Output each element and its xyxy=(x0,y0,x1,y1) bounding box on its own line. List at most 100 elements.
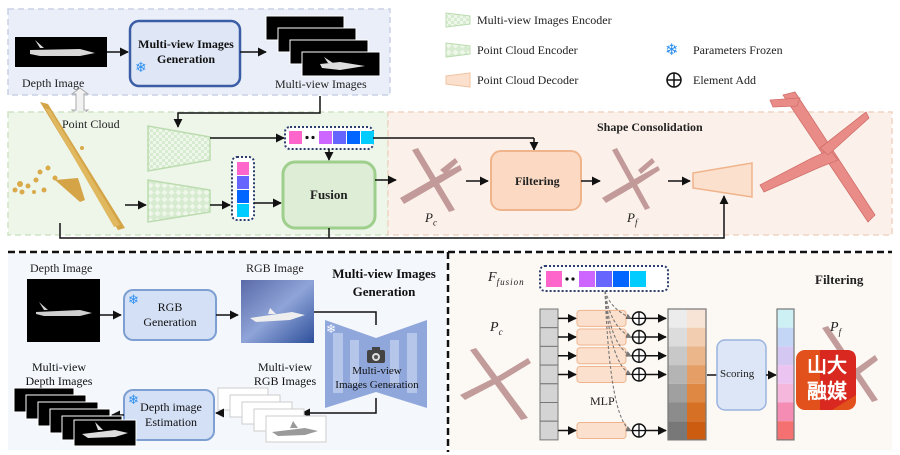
mv-rgb-label: Multi-view RGB Images xyxy=(240,360,330,388)
mv-rgb-line1: Multi-view xyxy=(258,360,312,374)
feature-cell xyxy=(319,131,332,144)
pf-label-sub: f xyxy=(634,217,638,228)
rgb-gen-line2: Generation xyxy=(143,315,197,329)
legend-label: Multi-view Images Encoder xyxy=(477,13,612,27)
point-cloud-decoder xyxy=(692,162,753,198)
point-feature-cell xyxy=(539,327,559,347)
scoring-label: Scoring xyxy=(720,368,755,380)
fusion-feature-link xyxy=(604,290,632,319)
matrix-orange-cell xyxy=(687,402,706,422)
score-cell xyxy=(777,383,794,403)
rgb-generation-label: RGB Generation xyxy=(124,300,216,330)
score-cell xyxy=(777,327,794,347)
snowflake-icon: ❄ xyxy=(326,322,337,336)
watermark-line2: 融媒 xyxy=(807,379,847,403)
legend-label: Point Cloud Decoder xyxy=(477,73,579,87)
mv-gen-bars xyxy=(333,333,417,393)
mv-gen-box-line2: Generation xyxy=(157,52,215,66)
matrix-gray-cell xyxy=(668,383,687,403)
watermark-logo xyxy=(796,350,856,410)
multiview-images-stack xyxy=(265,15,381,77)
matrix-gray-cell xyxy=(668,365,687,384)
feature-cell xyxy=(361,131,374,144)
mlp-box xyxy=(576,365,627,383)
depth-pointcloud-double-arrow xyxy=(70,87,90,118)
pc-label-main: P xyxy=(425,210,433,225)
pc-decoder-icon xyxy=(445,72,471,88)
score-column xyxy=(776,308,795,441)
feature-cell xyxy=(237,176,249,189)
mlp-box xyxy=(576,328,627,346)
point-feature-cell xyxy=(539,308,559,329)
pc-label-sub: c xyxy=(432,217,437,228)
matrix-orange-cell xyxy=(687,346,706,366)
bl-depth-image xyxy=(27,279,100,342)
bl-title: Multi-view Images Generation xyxy=(322,265,446,301)
input-point-cloud xyxy=(12,102,125,230)
multiview-images-encoder xyxy=(147,125,211,172)
legend-label: Element Add xyxy=(693,73,756,87)
mv-gen-network-line2: Images Generation xyxy=(335,379,419,391)
depth-estimation-label: Depth image Estimation xyxy=(126,400,216,430)
pf-label: Pf xyxy=(627,210,637,228)
legend-label: Point Cloud Encoder xyxy=(477,43,578,57)
pc-encoder-icon xyxy=(445,42,471,58)
snowflake-icon: ❄ xyxy=(665,42,679,59)
coarse-point-cloud xyxy=(400,148,462,212)
score-cell xyxy=(777,365,794,384)
multiview-depth-stack xyxy=(13,387,137,447)
watermark-line1: 山大 xyxy=(807,353,847,377)
br-filtering-title: Filtering xyxy=(815,272,864,287)
br-pc-label: Pc xyxy=(490,320,503,337)
f-fusion-main: F xyxy=(488,270,497,285)
snowflake-icon: ❄ xyxy=(128,392,139,407)
point-feature-cell xyxy=(539,345,559,366)
matrix-gray-cell xyxy=(668,327,687,347)
feature-cell xyxy=(237,190,249,203)
mv-gen-network-label: Multi-view Images Generation xyxy=(322,364,432,392)
feature-cell xyxy=(596,271,612,287)
multiview-rgb-stack xyxy=(217,387,327,443)
legend-label: Parameters Frozen xyxy=(693,43,783,57)
fusion-feature-link xyxy=(604,290,632,375)
feature-cell xyxy=(347,131,360,144)
bl-title-line1: Multi-view Images xyxy=(332,266,436,281)
matrix-gray-cell xyxy=(668,346,687,366)
mlp-box xyxy=(576,309,627,327)
bl-rgb-image-label: RGB Image xyxy=(246,261,304,275)
mv-rgb-line2: RGB Images xyxy=(253,374,317,388)
matrix-orange-cell xyxy=(687,421,706,440)
matrix-gray-cell xyxy=(668,309,687,328)
score-cell xyxy=(777,309,794,328)
snowflake-icon: ❄ xyxy=(135,61,147,76)
br-pf-label: Pf xyxy=(830,320,841,337)
depth-est-line1: Depth image xyxy=(140,400,202,414)
mv-depth-label: Multi-view Depth Images xyxy=(14,360,104,388)
bl-title-line2: Generation xyxy=(352,284,416,299)
depth-est-line2: Estimation xyxy=(145,415,197,429)
br-pf-main: P xyxy=(830,320,839,335)
camera-icon xyxy=(367,347,385,363)
point-cloud-encoder xyxy=(147,179,211,223)
bl-depth-image-label: Depth Image xyxy=(30,261,93,275)
score-cell xyxy=(777,402,794,422)
pf-label-main: P xyxy=(627,210,635,225)
reconstructed-mesh-airplane xyxy=(759,91,876,223)
score-cell xyxy=(777,421,794,440)
br-pf-sub: f xyxy=(838,326,842,337)
bottom-coarse-point-cloud xyxy=(460,348,531,420)
airplane-silhouette xyxy=(30,40,95,56)
feature-cell xyxy=(579,271,595,287)
point-feature-cell xyxy=(539,420,559,441)
filtered-point-cloud xyxy=(602,148,660,210)
multiview-images-label: Multi-view Images xyxy=(275,77,367,91)
matrix-gray-cell xyxy=(668,421,687,440)
pc-label: Pc xyxy=(425,210,437,228)
depth-image-label: Depth Image xyxy=(22,76,85,90)
feature-matrix xyxy=(667,308,707,441)
point-feature-cell xyxy=(539,364,559,385)
point-cloud-label: Point Cloud xyxy=(62,117,120,131)
br-pc-sub: c xyxy=(498,326,503,337)
ellipsis-dot xyxy=(565,277,569,281)
